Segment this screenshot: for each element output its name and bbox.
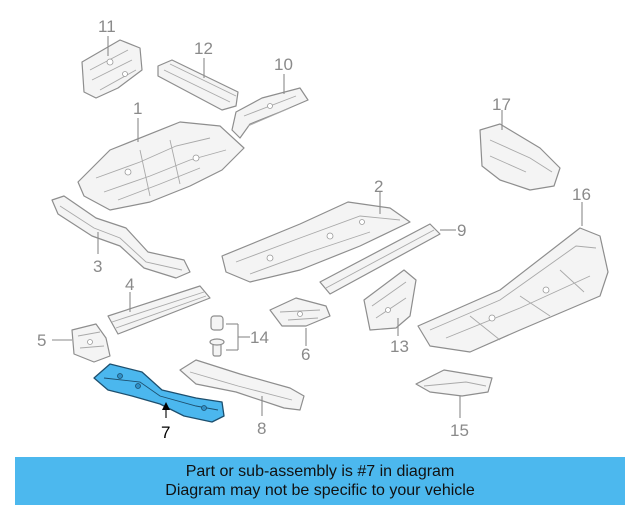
part-13 — [363, 269, 417, 331]
callout-13: 13 — [390, 337, 409, 356]
callout-17: 17 — [492, 95, 511, 114]
callout-8: 8 — [257, 419, 266, 438]
callout-14: 14 — [250, 328, 269, 347]
part-14 — [209, 315, 225, 357]
part-16 — [417, 227, 609, 353]
part-3 — [51, 195, 191, 279]
callout-9: 9 — [457, 221, 466, 240]
part-1 — [77, 121, 245, 211]
callout-6: 6 — [301, 345, 310, 364]
part-9 — [319, 223, 441, 295]
banner-line-2: Diagram may not be specific to your vehi… — [165, 482, 475, 499]
callout-7: 7 — [161, 423, 170, 442]
info-banner: Part or sub-assembly is #7 in diagram Di… — [15, 457, 625, 505]
parts-diagram: 11 12 10 1 3 4 5 — [37, 17, 609, 442]
callout-11: 11 — [98, 17, 116, 36]
part-7-highlighted — [93, 363, 225, 423]
callout-15: 15 — [450, 421, 469, 440]
arrow-7 — [162, 402, 170, 410]
banner-line-1: Part or sub-assembly is #7 in diagram — [185, 463, 455, 480]
callout-3: 3 — [93, 257, 102, 276]
callout-12: 12 — [194, 39, 213, 58]
callout-1: 1 — [133, 99, 142, 118]
part-17 — [479, 123, 561, 191]
part-10 — [231, 87, 309, 139]
part-8 — [179, 359, 305, 411]
callout-2: 2 — [374, 177, 383, 196]
callout-5: 5 — [37, 331, 46, 350]
part-11 — [81, 39, 143, 99]
part-15 — [415, 369, 493, 397]
part-2 — [221, 201, 411, 283]
part-4 — [107, 285, 211, 335]
callout-4: 4 — [125, 275, 134, 294]
part-5 — [71, 323, 111, 363]
part-6 — [269, 297, 331, 327]
callout-10: 10 — [274, 55, 293, 74]
part-12 — [157, 59, 239, 111]
callout-16: 16 — [572, 185, 591, 204]
